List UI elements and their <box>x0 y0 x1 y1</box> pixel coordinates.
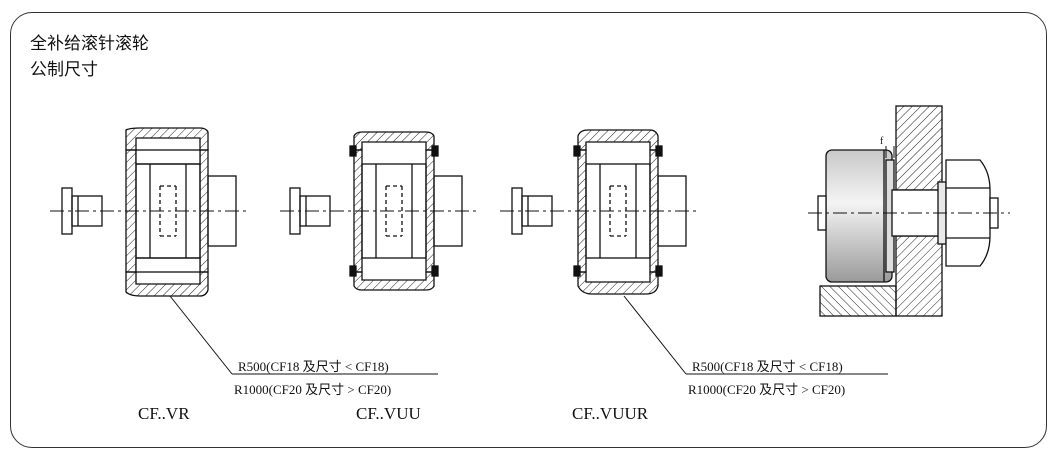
cam-follower-vuur-drawing <box>500 129 700 295</box>
dimension-f-label: f <box>880 136 884 147</box>
figure-title: 全补给滚针滚轮 <box>30 34 149 54</box>
variant-label-vr: CF..VR <box>138 404 190 423</box>
figure-subtitle: 公制尺寸 <box>30 60 98 80</box>
figure-frame <box>10 12 1047 448</box>
callout-2-line1: R500(CF18 及尺寸 < CF18) <box>692 359 843 374</box>
callout-1-line2: R1000(CF20 及尺寸 > CF20) <box>234 382 392 397</box>
cam-follower-vuu-drawing <box>280 131 476 291</box>
cam-follower-vr-drawing <box>50 127 250 297</box>
callout-2-line2: R1000(CF20 及尺寸 > CF20) <box>688 382 846 397</box>
callout-leaders <box>169 295 888 375</box>
mounting-illustration <box>808 105 1010 317</box>
variant-label-vuu: CF..VUU <box>356 404 421 423</box>
callout-1-line1: R500(CF18 及尺寸 < CF18) <box>238 359 389 374</box>
variant-label-vuur: CF..VUUR <box>572 404 649 423</box>
